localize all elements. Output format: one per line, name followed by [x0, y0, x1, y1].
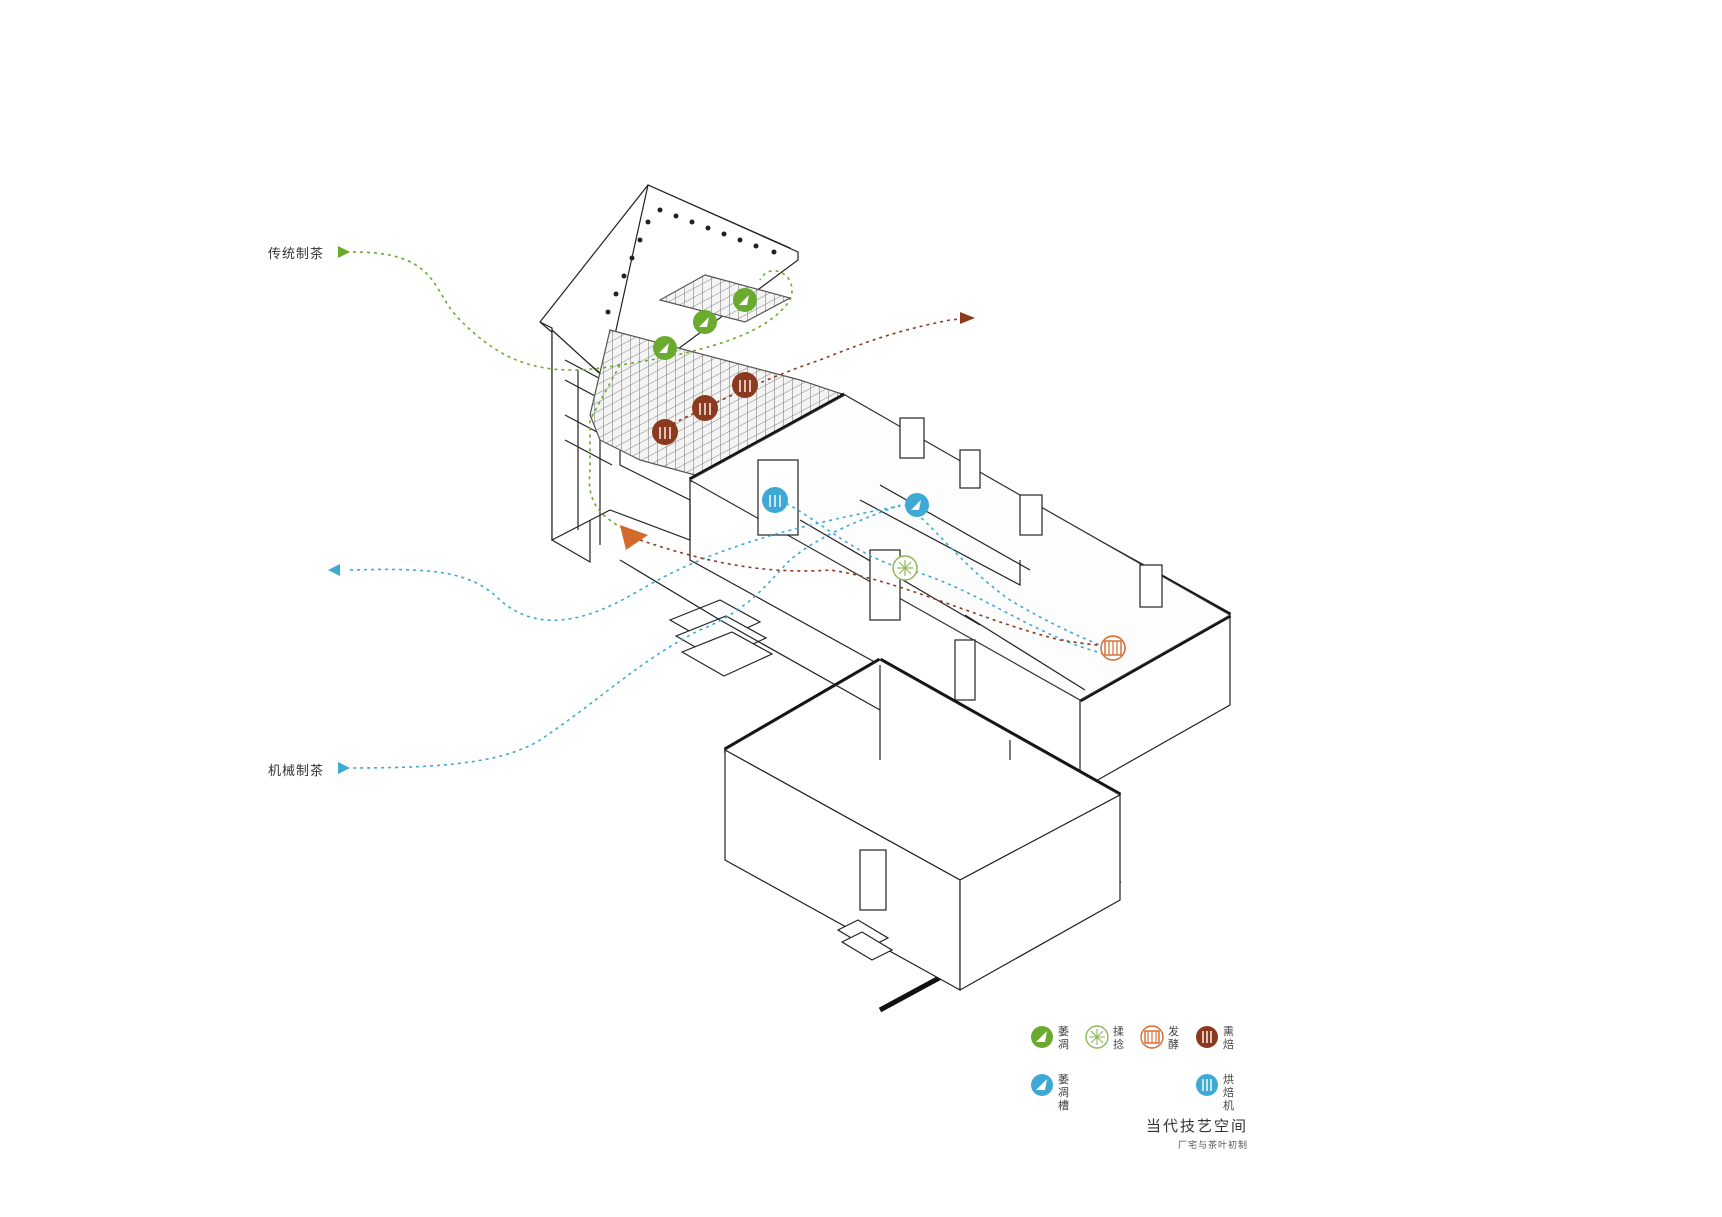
- traditional-flow-path: [345, 251, 793, 531]
- rolling-star-icon: [1085, 1025, 1109, 1049]
- diagram-subtitle: 厂宅与茶叶初制: [1177, 1141, 1248, 1151]
- legend-label-dryer: 烘焙机: [1223, 1073, 1234, 1112]
- green-leaf-icon: [1031, 1026, 1053, 1048]
- process-stations: [652, 288, 1126, 661]
- dryer-station-icon: [762, 487, 788, 513]
- roast-outflow-path: [639, 317, 1111, 649]
- mechanical-out-arrowhead: [328, 564, 340, 576]
- entrance-steps: [668, 599, 894, 961]
- legend-item-roast: 熏焙: [1195, 1025, 1235, 1051]
- ferment-triangle: [620, 525, 648, 550]
- roll-station-icon: [892, 555, 918, 581]
- lower-block-right-face: [959, 794, 1121, 992]
- blue-leaf-icon: [1031, 1074, 1053, 1096]
- legend: 萎凋 揉捻 发酵 熏焙 萎凋槽 烘焙机: [1030, 1015, 1250, 1155]
- legend-label-roast: 熏焙: [1223, 1025, 1234, 1051]
- legend-item-dryer: 烘焙机: [1195, 1073, 1235, 1112]
- legend-label-ferment: 发酵: [1168, 1025, 1179, 1051]
- legend-label-wither-trough: 萎凋槽: [1058, 1073, 1069, 1112]
- legend-item-wither-trough: 萎凋槽: [1030, 1073, 1070, 1112]
- traditional-arrowhead: [338, 246, 350, 258]
- wither-station-icon: [653, 288, 757, 360]
- roast-station-icon: [652, 372, 758, 445]
- legend-item-ferment: 发酵: [1140, 1025, 1180, 1051]
- mechanical-flow-label: 机械制茶: [268, 764, 325, 779]
- legend-label-roll: 揉捻: [1113, 1025, 1124, 1051]
- ferment-drum-icon: [1140, 1025, 1164, 1049]
- legend-item-wither: 萎凋: [1030, 1025, 1070, 1051]
- ferment-station-icon: [1100, 635, 1126, 661]
- diagram-title: 当代技艺空间: [1145, 1117, 1248, 1135]
- legend-label-wither: 萎凋: [1058, 1025, 1069, 1051]
- upper-mesh: [658, 274, 792, 323]
- outflow-arrowhead: [960, 312, 975, 324]
- legend-item-roll: 揉捻: [1085, 1025, 1125, 1051]
- mechanical-arrowhead: [338, 762, 350, 774]
- blue-dryer-icon: [1196, 1074, 1218, 1096]
- building-linework: [539, 184, 1232, 1013]
- roast-circle-icon: [1196, 1026, 1218, 1048]
- wither-trough-station-icon: [905, 493, 929, 517]
- traditional-flow-label: 传统制茶: [268, 247, 325, 262]
